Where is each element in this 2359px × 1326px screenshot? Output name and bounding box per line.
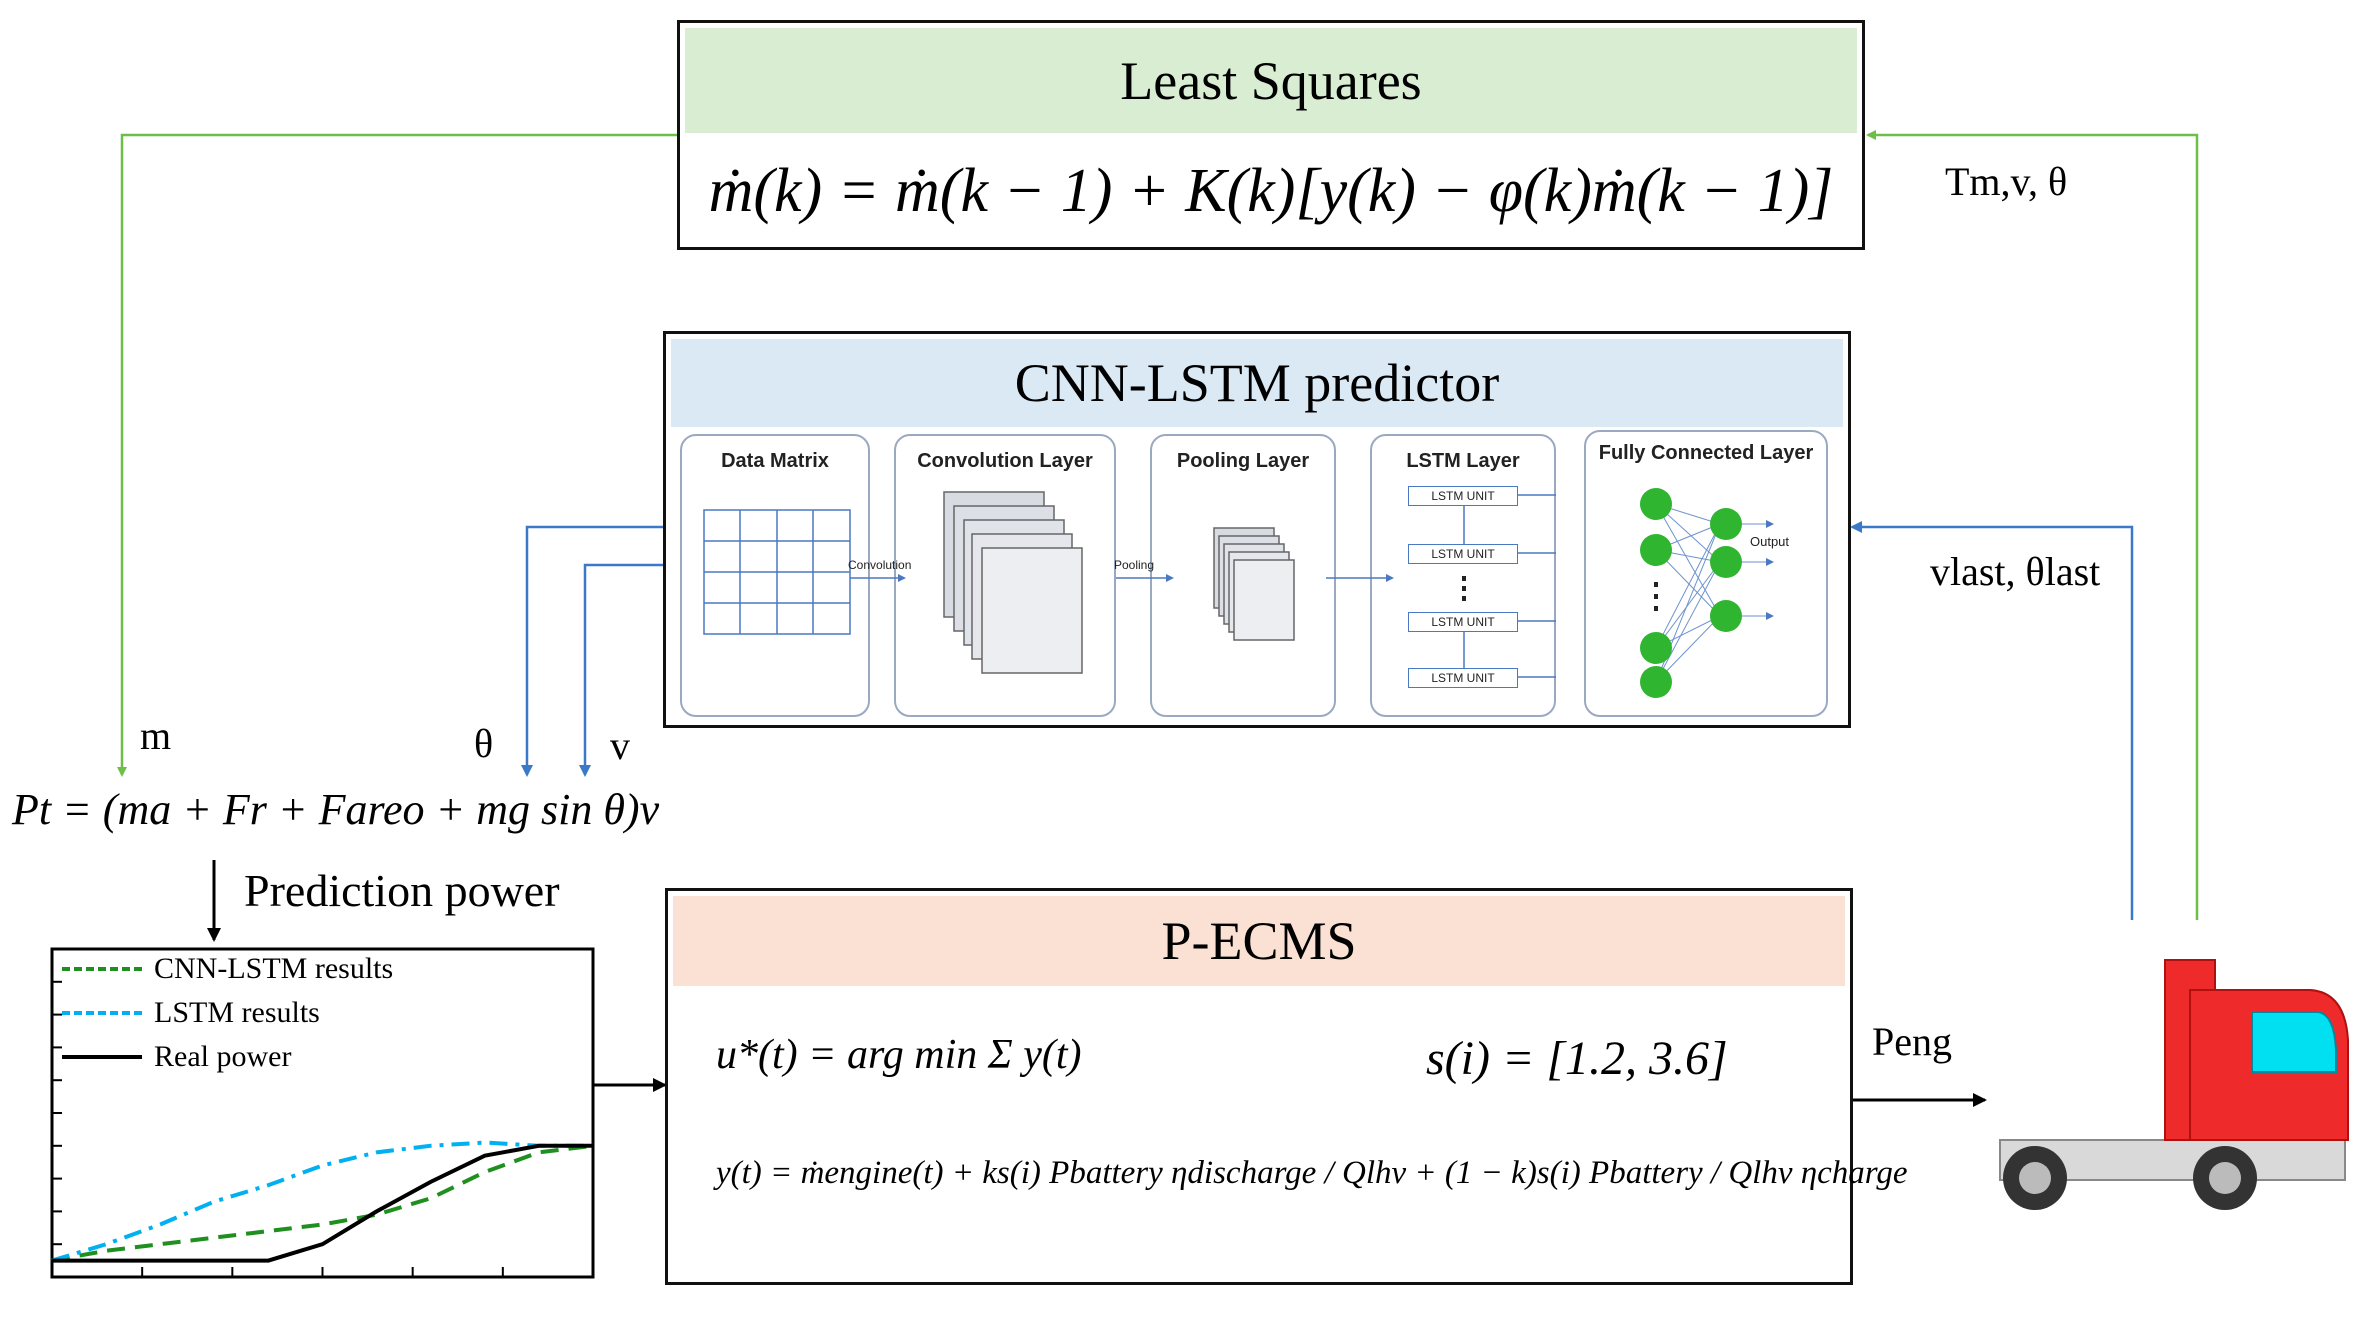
- pecms-equation-y: y(t) = ṁengine(t) + ks(i) Pbattery ηdisc…: [716, 1155, 1908, 1192]
- fc-label: Fully Connected Layer: [1598, 442, 1814, 464]
- pooling-label: Pooling Layer: [1176, 450, 1310, 472]
- legend-swatch-cnn: [62, 967, 142, 971]
- cnn-lstm-box: CNN-LSTM predictor Data Matrix Convoluti…: [663, 331, 1851, 728]
- pecms-equation-s-text: s(i) = [1.2, 3.6]: [1426, 1032, 1728, 1085]
- series-line-2: [52, 1143, 593, 1263]
- lstm-unit-1: LSTM UNIT: [1408, 486, 1518, 506]
- legend-item-real: Real power: [62, 1035, 393, 1079]
- v-label: v: [610, 723, 630, 768]
- pecms-header: P-ECMS: [673, 896, 1845, 986]
- lstm-label: LSTM Layer: [1406, 450, 1520, 472]
- cnn-lstm-header: CNN-LSTM predictor: [671, 339, 1843, 427]
- pecms-equation-u-text: u*(t) = arg min Σ y(t): [716, 1032, 1082, 1078]
- legend-swatch-real: [62, 1055, 142, 1059]
- pecms-equation-s: s(i) = [1.2, 3.6]: [1426, 1031, 1728, 1086]
- legend-swatch-lstm: [62, 1011, 142, 1015]
- pecms-box: P-ECMS u*(t) = arg min Σ y(t) s(i) = [1.…: [665, 888, 1908, 1285]
- legend-item-cnn: CNN-LSTM results: [62, 947, 393, 991]
- pecms-equation-u: u*(t) = arg min Σ y(t): [716, 1031, 1082, 1079]
- pooling-panel: Pooling Layer: [1150, 434, 1336, 717]
- series-line-1: [51, 1140, 593, 1263]
- legend-label-lstm: LSTM results: [154, 996, 320, 1029]
- lstm-unit-4: LSTM UNIT: [1408, 668, 1518, 688]
- least-squares-title: Least Squares: [1120, 50, 1422, 111]
- lstm-links: [1462, 494, 1556, 678]
- chart-svg: [50, 947, 595, 1279]
- cnn-lstm-title: CNN-LSTM predictor: [1014, 353, 1500, 413]
- lstm-unit-3: LSTM UNIT: [1408, 612, 1518, 632]
- cnn-to-v-arrow: [579, 563, 663, 777]
- fc-network: [1640, 488, 1774, 698]
- convolution-arrow-label: Convolution: [848, 558, 912, 572]
- theta-label: θ: [474, 721, 494, 766]
- lstm-panel: LSTM Layer LSTM UNIT LSTM UNIT LSTM UNIT…: [1370, 434, 1556, 717]
- lstm-unit-2: LSTM UNIT: [1408, 544, 1518, 564]
- legend-label-cnn: CNN-LSTM results: [154, 952, 394, 985]
- output-label: Output: [1750, 534, 1790, 549]
- power-equation-text: Pt = (ma + Fr + Fareo + mg sin θ)v: [12, 785, 660, 834]
- pooled-maps: [1213, 527, 1295, 641]
- power-equation: Pt = (ma + Fr + Fareo + mg sin θ)v: [12, 784, 659, 835]
- data-matrix-label: Data Matrix: [721, 450, 829, 472]
- feature-maps: [943, 491, 1083, 674]
- ls-equation-text: ṁ(k) = ṁ(k − 1) + K(k)[y(k) − φ(k)ṁ(k − …: [708, 156, 1834, 225]
- p-eng-label: Peng: [1872, 1019, 1952, 1064]
- cnn-to-theta-arrow: [521, 525, 663, 777]
- least-squares-header: Least Squares: [685, 28, 1857, 133]
- truck-to-cnn-arrow: [1850, 521, 2134, 920]
- least-squares-equation: ṁ(k) = ṁ(k − 1) + K(k)[y(k) − φ(k)ṁ(k − …: [680, 141, 1862, 241]
- convolution-panel: Convolution Layer: [894, 434, 1116, 717]
- truck-to-ls-arrow: [1866, 130, 2199, 920]
- series-line-0: [51, 1143, 594, 1263]
- least-squares-box: Least Squares ṁ(k) = ṁ(k − 1) + K(k)[y(k…: [677, 20, 1865, 250]
- vlast-thetalast-label: vlast, θlast: [1930, 549, 2101, 594]
- m-label: m: [140, 713, 172, 758]
- data-matrix-panel: Data Matrix: [680, 434, 870, 717]
- stage-arrows: [850, 574, 1394, 582]
- prediction-chart: CNN-LSTM results LSTM results Real power: [50, 947, 595, 1287]
- tm-v-theta-label: Tm,v, θ: [1945, 159, 2068, 204]
- prediction-power-label: Prediction power: [244, 865, 560, 916]
- data-matrix-grid: [703, 509, 851, 635]
- legend-item-lstm: LSTM results: [62, 991, 393, 1035]
- pecms-equation-y-text: y(t) = ṁengine(t) + ks(i) Pbattery ηdisc…: [716, 1155, 1908, 1191]
- legend-label-real: Real power: [154, 1040, 292, 1073]
- ls-to-m-arrow: [117, 133, 677, 777]
- legend: CNN-LSTM results LSTM results Real power: [62, 947, 393, 1079]
- pooling-arrow-label: Pooling: [1114, 558, 1155, 572]
- pecms-title: P-ECMS: [1161, 911, 1357, 971]
- convolution-label: Convolution Layer: [917, 450, 1093, 472]
- fc-panel: Fully Connected Layer Output: [1584, 430, 1828, 717]
